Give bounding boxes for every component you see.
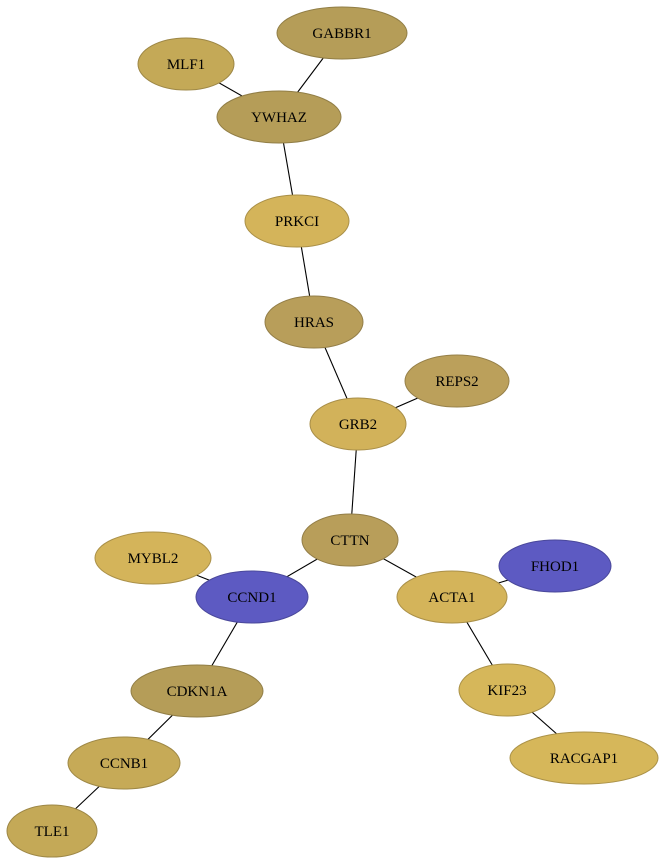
node-ellipse bbox=[264, 295, 364, 349]
node-label: PRKCI bbox=[275, 214, 319, 230]
node-gabbr1[interactable]: GABBR1 bbox=[276, 6, 408, 60]
node-ywhaz[interactable]: YWHAZ bbox=[216, 90, 342, 144]
node-reps2[interactable]: REPS2 bbox=[404, 354, 510, 408]
node-mlf1[interactable]: MLF1 bbox=[137, 37, 235, 91]
node-label: MYBL2 bbox=[128, 551, 179, 567]
node-racgap1[interactable]: RACGAP1 bbox=[509, 731, 659, 785]
node-label: GRB2 bbox=[339, 417, 377, 433]
node-tle1[interactable]: TLE1 bbox=[6, 804, 98, 858]
node-ellipse bbox=[396, 570, 508, 624]
node-ellipse bbox=[67, 736, 181, 790]
node-ellipse bbox=[509, 731, 659, 785]
node-ellipse bbox=[6, 804, 98, 858]
node-ellipse bbox=[404, 354, 510, 408]
node-ellipse bbox=[309, 397, 407, 451]
node-kif23[interactable]: KIF23 bbox=[458, 663, 556, 717]
node-label: CCNB1 bbox=[100, 756, 148, 772]
node-label: TLE1 bbox=[35, 824, 70, 840]
node-label: REPS2 bbox=[435, 374, 478, 390]
node-label: KIF23 bbox=[487, 683, 526, 699]
node-acta1[interactable]: ACTA1 bbox=[396, 570, 508, 624]
node-ellipse bbox=[301, 513, 399, 567]
node-ellipse bbox=[216, 90, 342, 144]
node-prkci[interactable]: PRKCI bbox=[244, 194, 350, 248]
node-label: CCND1 bbox=[227, 590, 276, 606]
node-ellipse bbox=[276, 6, 408, 60]
node-label: MLF1 bbox=[167, 57, 205, 73]
node-ellipse bbox=[94, 531, 212, 585]
node-mybl2[interactable]: MYBL2 bbox=[94, 531, 212, 585]
node-ellipse bbox=[195, 570, 309, 624]
node-ellipse bbox=[130, 664, 264, 718]
node-ellipse bbox=[458, 663, 556, 717]
node-label: HRAS bbox=[294, 315, 334, 331]
node-cdkn1a[interactable]: CDKN1A bbox=[130, 664, 264, 718]
node-label: CTTN bbox=[330, 533, 369, 549]
node-label: YWHAZ bbox=[251, 110, 307, 126]
node-hras[interactable]: HRAS bbox=[264, 295, 364, 349]
node-label: FHOD1 bbox=[531, 559, 579, 575]
node-ellipse bbox=[244, 194, 350, 248]
node-label: CDKN1A bbox=[167, 684, 228, 700]
node-ccnb1[interactable]: CCNB1 bbox=[67, 736, 181, 790]
node-ellipse bbox=[498, 539, 612, 593]
node-ellipse bbox=[137, 37, 235, 91]
node-ccnd1[interactable]: CCND1 bbox=[195, 570, 309, 624]
node-label: ACTA1 bbox=[428, 590, 475, 606]
node-fhod1[interactable]: FHOD1 bbox=[498, 539, 612, 593]
node-cttn[interactable]: CTTN bbox=[301, 513, 399, 567]
node-grb2[interactable]: GRB2 bbox=[309, 397, 407, 451]
node-label: GABBR1 bbox=[312, 26, 371, 42]
node-label: RACGAP1 bbox=[550, 751, 618, 767]
